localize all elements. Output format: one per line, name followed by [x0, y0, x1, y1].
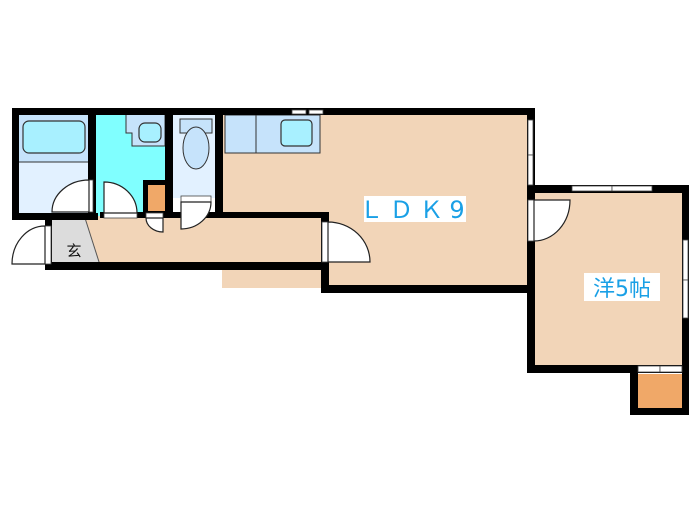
bedroom-door — [533, 199, 571, 242]
entrance-label: 玄 — [66, 242, 81, 260]
kitchen-sink-icon — [280, 119, 313, 147]
door-gaps — [44, 109, 689, 373]
bedroom-label-bg — [584, 273, 660, 301]
wash-basin-icon — [138, 122, 162, 143]
bath-door — [51, 179, 90, 213]
closet-floor — [634, 374, 684, 411]
washroom-door — [103, 181, 138, 214]
toilet-bowl-icon — [182, 126, 210, 170]
ldk-label-bg — [364, 196, 466, 222]
storage-door — [145, 217, 164, 233]
toilet-door — [180, 201, 212, 230]
entrance-floor — [50, 218, 100, 265]
bathtub-icon — [22, 120, 86, 154]
storage-cabinet-inner — [148, 185, 166, 211]
door-swings[interactable] — [11, 179, 571, 265]
ldk-door — [327, 221, 371, 263]
entrance-step-line — [84, 217, 101, 266]
bedroom-label: 洋5帖 — [593, 277, 651, 302]
ldk-label: ＬＤＫ9 — [359, 196, 470, 224]
entrance-door — [11, 225, 46, 265]
